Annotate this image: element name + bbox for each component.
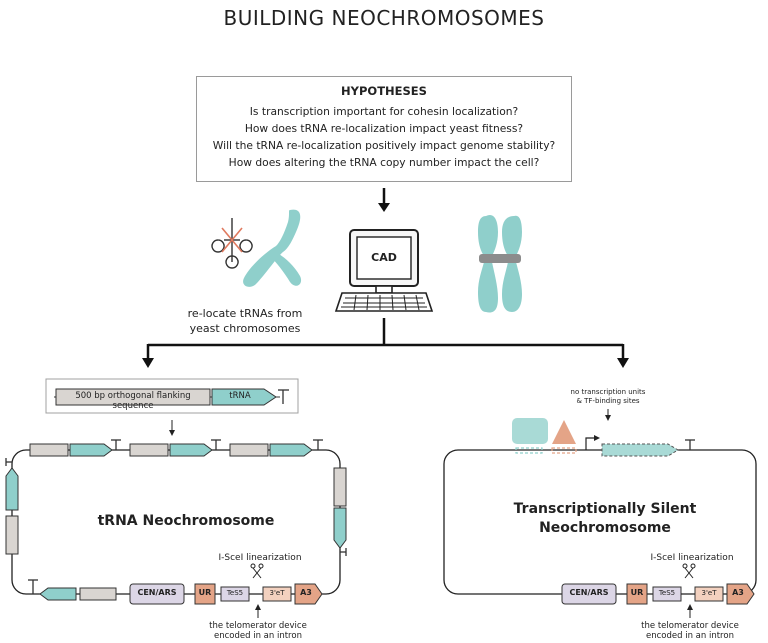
removed-unit-square <box>512 418 548 444</box>
telomerator-line: the telomerator device <box>209 621 307 631</box>
linearization-label: I-SceI linearization <box>650 553 734 563</box>
hypothesis-question: Will the tRNA re-localization positively… <box>212 139 556 152</box>
computer-icon <box>334 229 434 312</box>
ur-label: UR <box>198 588 212 597</box>
removed-gene-block <box>601 443 679 457</box>
telomerator-line: the telomerator device <box>641 621 739 631</box>
hypotheses-heading: HYPOTHESES <box>341 84 427 98</box>
a3-label: A3 <box>732 588 744 597</box>
hypothesis-question: How does altering the tRNA copy number i… <box>228 156 540 169</box>
telomerator-line: encoded in an intron <box>646 631 734 641</box>
cen-ars-label: CEN/ARS <box>569 588 609 597</box>
telomerator-label: the telomerator device encoded in an int… <box>196 621 320 641</box>
trna-arrow-block <box>211 388 277 406</box>
telomerator-line: encoded in an intron <box>214 631 302 641</box>
cad-label: CAD <box>371 251 397 264</box>
tes3-label: 3'eT <box>269 589 285 597</box>
cen-ars-label: CEN/ARS <box>137 588 177 597</box>
promoter-arrow-icon <box>585 437 596 450</box>
tes3-label: 3'eT <box>701 589 717 597</box>
tes5-label: TeS5 <box>658 589 676 597</box>
scissors-icon <box>682 563 696 579</box>
trna-label: tRNA <box>229 391 251 401</box>
silent-title-line: Neochromosome <box>539 520 671 536</box>
relocate-line: yeast chromosomes <box>189 322 301 335</box>
trna-crossed-icon <box>211 218 253 269</box>
relocate-label: re-locate tRNAs from yeast chromosomes <box>170 306 320 336</box>
trna-neochromosome-ring <box>5 439 347 618</box>
trna-neochromosome-title: tRNA Neochromosome <box>97 513 275 529</box>
flanking-sequence-block <box>55 388 211 406</box>
neochromosome-icon <box>478 214 522 313</box>
scissors-icon <box>250 563 264 579</box>
linearization-label: I-SceI linearization <box>218 553 302 563</box>
flanking-label: 500 bp orthogonal flanking sequence <box>75 391 191 411</box>
silent-title-line: Transcriptionally Silent <box>513 501 697 517</box>
removed-unit-triangle <box>552 420 576 444</box>
hypotheses-box: HYPOTHESES Is transcription important fo… <box>196 76 572 182</box>
silent-note-line: no transcription units <box>570 388 646 396</box>
arrow-right-branch-icon <box>617 358 629 368</box>
arrow-down-icon <box>378 188 390 212</box>
a3-label: A3 <box>300 588 312 597</box>
tes5-label: TeS5 <box>226 589 244 597</box>
branch-arrows <box>146 318 625 360</box>
arrow-left-branch-icon <box>142 358 154 368</box>
ur-label: UR <box>630 588 644 597</box>
hypothesis-question: Is transcription important for cohesin l… <box>249 105 519 118</box>
silent-note-line: & TF-binding sites <box>576 397 640 405</box>
chromosome-icon <box>243 209 302 287</box>
silent-neochromosome-ring <box>443 418 757 618</box>
construct-box <box>45 378 299 414</box>
relocate-line: re-locate tRNAs from <box>187 307 303 320</box>
hypothesis-question: How does tRNA re-localization impact yea… <box>244 122 524 135</box>
silent-note: no transcription units & TF-binding site… <box>548 388 668 406</box>
page-title: BUILDING NEOCHROMOSOMES <box>223 6 545 30</box>
silent-neochromosome-title: Transcriptionally Silent Neochromosome <box>500 500 710 538</box>
telomerator-label: the telomerator device encoded in an int… <box>628 621 752 641</box>
